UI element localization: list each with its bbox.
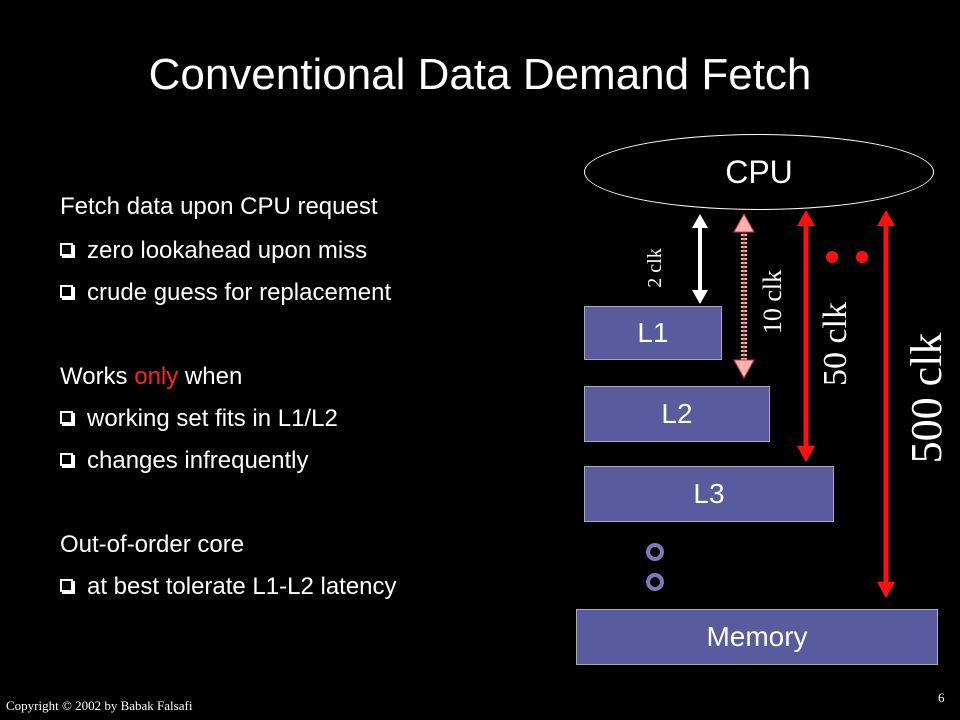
checkbox-bullet-icon: [60, 411, 73, 425]
ellipsis-ring: [646, 543, 664, 561]
checkbox-bullet-icon: [60, 243, 73, 257]
cpu-label: CPU: [725, 153, 793, 190]
l2-cache-box: L2: [584, 386, 770, 442]
bullet-item: crude guess for replacement: [60, 278, 391, 308]
checkbox-bullet-icon: [60, 579, 73, 593]
checkbox-bullet-icon: [60, 285, 73, 299]
ellipsis-dot: [856, 251, 868, 263]
memory-latency-label: 500 clk: [902, 332, 951, 464]
bullet-text: at best tolerate L1-L2 latency: [87, 573, 397, 600]
l1-label: L1: [637, 317, 669, 348]
l3-latency-arrow: [797, 210, 815, 462]
l3-label: L3: [693, 478, 725, 509]
lead-works-part: Works: [60, 363, 135, 390]
memory-latency-arrow: [877, 210, 895, 598]
memory-label: Memory: [706, 621, 808, 652]
ellipsis-dot: [826, 251, 838, 263]
bullet-item: working set fits in L1/L2: [60, 404, 338, 434]
lead-ooo-text: Out-of-order core: [60, 531, 245, 558]
lead-ooo: Out-of-order core: [60, 530, 244, 560]
l3-cache-box: L3: [584, 466, 834, 522]
lead-works-highlight: only: [134, 363, 179, 390]
cpu-ellipse: [584, 134, 934, 210]
l1-cache-box: L1: [584, 306, 722, 360]
l2-latency-label: 10 clk: [758, 269, 787, 335]
bullet-item: zero lookahead upon miss: [60, 236, 367, 266]
slide-title: Conventional Data Demand Fetch: [148, 50, 812, 99]
lead-works: Works only when: [60, 362, 242, 392]
bullet-item: at best tolerate L1-L2 latency: [60, 572, 397, 602]
bullet-text: changes infrequently: [87, 447, 309, 474]
lead-fetch: Fetch data upon CPU request: [60, 192, 378, 222]
l3-latency-label: 50 clk: [817, 301, 854, 387]
l1-latency-arrow: [692, 214, 708, 304]
bullet-text: zero lookahead upon miss: [87, 237, 368, 264]
memory-box: Memory: [576, 609, 938, 665]
lead-works-part: when: [178, 363, 243, 390]
page-number: 6: [938, 690, 945, 705]
l1-latency-label: 2 clk: [644, 248, 666, 288]
l2-label: L2: [661, 398, 693, 429]
checkbox-bullet-icon: [60, 453, 73, 467]
l2-latency-arrow: [733, 212, 755, 380]
copyright-notice: Copyright © 2002 by Babak Falsafi: [6, 698, 193, 713]
bullet-text: crude guess for replacement: [87, 279, 392, 306]
ellipsis-ring: [646, 573, 664, 591]
bullet-text: working set fits in L1/L2: [87, 405, 338, 432]
lead-fetch-text: Fetch data upon CPU request: [60, 193, 378, 220]
bullet-item: changes infrequently: [60, 446, 308, 476]
